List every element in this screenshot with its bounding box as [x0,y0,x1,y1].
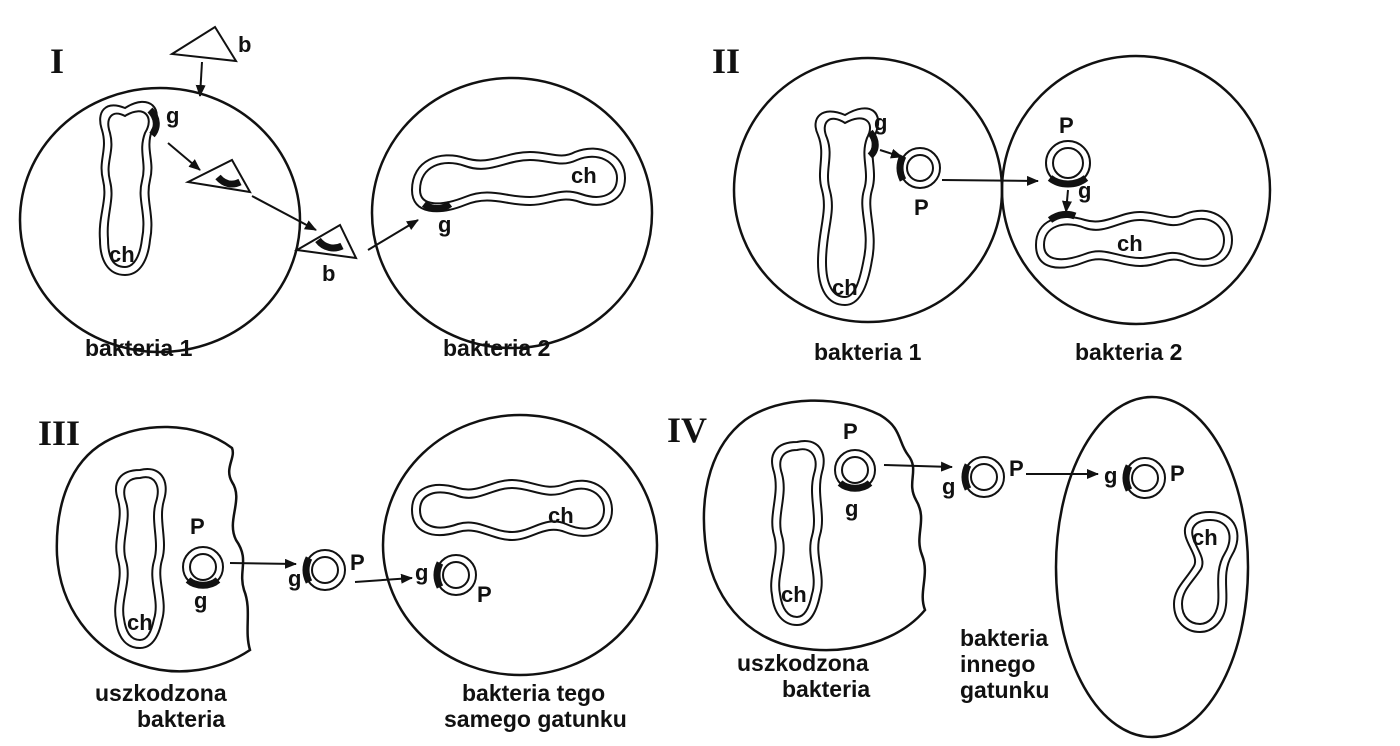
plasmid-source-inner [906,154,934,182]
bacterium-1-cell [18,86,302,354]
gene-label-target: g [438,212,451,237]
caption-bacterium-1: bakteria 1 [814,339,922,365]
plasmid-free-inner [311,556,339,584]
gene-in-virus-inside [215,174,242,188]
damaged-bacterium-cell [702,399,927,652]
recipient-chromosome [1172,510,1239,634]
caption-recipient-line-1: bakteria [960,625,1048,651]
chromosome-label-source: ch [781,582,807,607]
plasmid-label-inside: P [843,419,858,444]
gene-on-plasmid-inside [837,480,873,492]
caption-bacterium-2: bakteria 2 [1075,339,1182,365]
uptake-arrow [354,573,413,584]
panel-iv-numeral: IV [667,410,707,450]
plasmid-label-source: P [914,195,929,220]
bacterium-2-cell [370,76,654,350]
gene-label-inside: g [845,496,858,521]
recipient-same-species-cell [381,413,659,677]
caption-damaged-line-2: bakteria [782,676,870,702]
gene-on-plasmid-free [961,463,972,491]
panel-i: I g ch b b g ch bakteria 1 bakteria 2 [18,25,654,361]
virus-exit-arrow [251,195,317,231]
chromosome-label-target: ch [548,503,574,528]
gene-on-bacterium-2-chromosome [421,201,453,212]
gene-label-plasmid-target: g [1078,178,1091,203]
virus-with-gene-free [293,223,358,260]
caption-recipient-line-2: samego gatunku [444,706,627,732]
gene-label-chromosome: g [874,110,887,135]
gene-on-plasmid-target [1122,464,1133,492]
panel-iii: III ch P g g P ch g P uszkodzona bakteri [38,413,659,732]
gene-on-bacterium-1-chromosome [867,129,879,159]
virus-label-bottom: b [322,261,335,286]
gene-in-virus-free [315,237,344,252]
panel-i-numeral: I [50,41,64,81]
recipient-other-species-cell [1054,395,1250,739]
release-arrow [229,558,297,569]
caption-bacterium-1: bakteria 1 [85,335,193,361]
plasmid-target-inner [1052,147,1084,179]
plasmid-label-target: P [1170,461,1185,486]
chromosome-label-target: ch [571,163,597,188]
bacterium-1-cell [732,56,1004,324]
caption-damaged-line-1: uszkodzona [95,680,227,706]
caption-recipient-line-1: bakteria tego [462,680,605,706]
gene-to-virus-arrow [167,142,201,171]
recipient-chromosome [410,478,614,542]
conjugation-arrow [941,175,1039,186]
gene-on-plasmid-target [433,561,444,589]
damaged-bacterium-chromosome [114,468,167,650]
panel-iv: IV ch P g g P g P ch uszkodzona bakteria [667,395,1250,739]
virus-label-top: b [238,32,251,57]
caption-bacterium-2: bakteria 2 [443,335,550,361]
plasmid-label-target: P [1059,113,1074,138]
chromosome-label-source: ch [109,242,135,267]
plasmid-label-inside: P [190,514,205,539]
chromosome-label-target: ch [1117,231,1143,256]
gene-on-plasmid-free [302,556,313,584]
gene-on-plasmid-inside [185,577,221,589]
infection-arrow [195,61,206,97]
plasmid-inside-inner [841,456,869,484]
panel-ii: II g ch P P g ch bakteria 1 bakteria 2 [712,41,1272,365]
gene-on-plasmid-target [1047,175,1089,188]
bacterium-1-chromosome [98,101,158,277]
gene-on-bacterium-1-chromosome [147,107,160,138]
release-arrow [883,461,953,472]
virus-with-gene-inside [184,158,252,194]
caption-recipient-line-3: gatunku [960,677,1049,703]
bacterium-2-cell [1000,54,1272,326]
caption-recipient-line-2: innego [960,651,1035,677]
plasmid-free-inner [970,463,998,491]
plasmid-target-inner [442,561,470,589]
plasmid-to-chromosome-arrow [1062,189,1072,213]
gene-label-source: g [166,103,179,128]
gene-label-target: g [1104,463,1117,488]
bacterium-2-chromosome [410,147,627,213]
plasmid-label-free: P [1009,456,1024,481]
plasmid-label-target: P [477,582,492,607]
chromosome-label-source: ch [127,610,153,635]
panel-iii-numeral: III [38,413,80,453]
gene-on-bacterium-2-chromosome [1047,210,1077,223]
plasmid-label-free: P [350,550,365,575]
bacterium-2-chromosome [1034,209,1234,269]
damaged-bacterium-cell [55,425,252,673]
virus-b-top [169,25,238,63]
plasmid-inside-inner [189,553,217,581]
caption-damaged-line-2: bakteria [137,706,225,732]
gene-on-plasmid-source [896,154,907,182]
plasmid-target-inner [1131,464,1159,492]
gene-label-target: g [415,560,428,585]
gene-label-free: g [942,474,955,499]
panel-ii-numeral: II [712,41,740,81]
chromosome-label-source: ch [832,275,858,300]
damaged-bacterium-chromosome [770,440,825,627]
caption-damaged-line-1: uszkodzona [737,650,869,676]
chromosome-label-target: ch [1192,525,1218,550]
gene-label-free: g [288,566,301,591]
gene-label-inside: g [194,588,207,613]
gene-to-plasmid-arrow [879,148,903,159]
